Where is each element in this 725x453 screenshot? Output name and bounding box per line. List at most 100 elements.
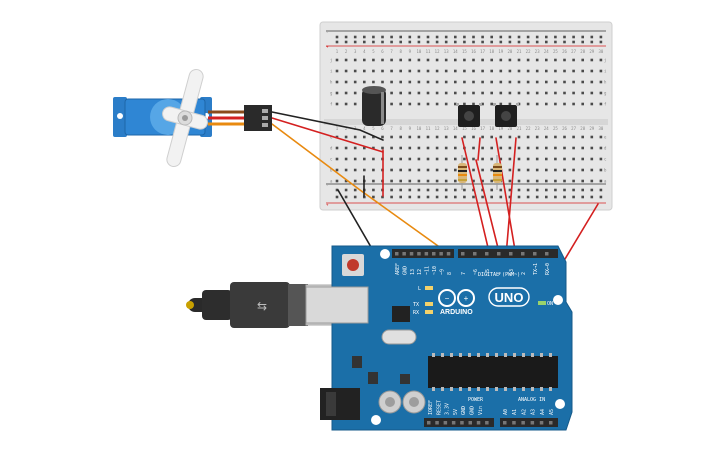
terminal-hole: [353, 80, 357, 84]
terminal-hole: [545, 80, 548, 84]
arduino-logo: − +: [438, 289, 475, 307]
rail-hole: [517, 40, 521, 44]
chip-pin: [468, 353, 471, 357]
pin-label: GND: [470, 406, 476, 415]
rail-hole: [454, 35, 457, 39]
chip-pin: [549, 387, 552, 391]
terminal-hole: [572, 168, 575, 172]
header-hole: [476, 421, 481, 425]
terminal-hole: [435, 69, 439, 73]
terminal-hole: [335, 179, 339, 183]
header-hole: [432, 252, 436, 256]
column-number: 29: [589, 49, 594, 54]
terminal-hole: [590, 80, 594, 84]
terminal-hole: [499, 135, 503, 139]
pin-label: ~9: [439, 269, 445, 275]
terminal-hole: [599, 102, 603, 106]
board-name: UNO: [495, 290, 524, 305]
terminal-hole: [481, 157, 484, 161]
header-hole: [427, 421, 431, 425]
terminal-hole: [490, 58, 493, 62]
row-letter: b: [604, 168, 607, 173]
terminal-hole: [490, 157, 493, 161]
rail-hole: [454, 188, 457, 192]
terminal-hole: [581, 58, 584, 62]
mount-hole: [371, 415, 381, 425]
terminal-hole: [344, 157, 348, 161]
terminal-hole: [508, 135, 512, 139]
terminal-hole: [399, 58, 402, 62]
terminal-hole: [417, 58, 421, 62]
terminal-hole: [463, 91, 466, 95]
terminal-hole: [490, 179, 493, 183]
terminal-hole: [454, 91, 457, 95]
terminal-hole: [353, 157, 357, 161]
terminal-hole: [517, 69, 521, 73]
terminal-hole: [472, 179, 475, 183]
chip-pin: [522, 353, 525, 357]
terminal-hole: [590, 91, 594, 95]
terminal-hole: [499, 69, 503, 73]
chip-pin: [468, 387, 471, 391]
rail-hole: [472, 195, 475, 199]
terminal-hole: [581, 168, 584, 172]
column-number: 14: [453, 126, 458, 131]
row-letter: i: [604, 69, 607, 74]
column-number: 12: [435, 126, 440, 131]
terminal-hole: [344, 69, 348, 73]
terminal-hole: [481, 102, 484, 106]
pin-label: 12: [417, 269, 423, 275]
terminal-hole: [508, 146, 512, 150]
terminal-hole: [463, 135, 466, 139]
push-button-2[interactable]: [493, 103, 519, 127]
terminal-hole: [481, 168, 484, 172]
chip-pin: [513, 353, 516, 357]
terminal-hole: [599, 157, 603, 161]
column-number: 3: [354, 49, 357, 54]
rail-hole: [490, 40, 493, 44]
terminal-hole: [545, 146, 548, 150]
rail-hole: [399, 188, 402, 192]
rail-hole: [417, 35, 421, 39]
terminal-hole: [335, 80, 339, 84]
terminal-hole: [563, 102, 566, 106]
column-number: 24: [544, 49, 549, 54]
rail-hole: [463, 195, 466, 199]
row-letter: g: [330, 91, 333, 96]
rail-hole: [590, 35, 594, 39]
column-number: 30: [598, 49, 603, 54]
terminal-hole: [372, 135, 375, 139]
terminal-hole: [490, 146, 493, 150]
terminal-hole: [517, 168, 521, 172]
rail-hole: [444, 40, 448, 44]
header-hole: [512, 421, 516, 425]
terminal-hole: [454, 58, 457, 62]
rail-hole: [399, 40, 402, 44]
rail-hole: [581, 188, 584, 192]
terminal-hole: [435, 179, 439, 183]
push-button-1[interactable]: [456, 103, 482, 127]
rail-hole: [517, 195, 521, 199]
pin-label: AREF: [395, 263, 401, 275]
header-hole: [521, 421, 525, 425]
rail-hole: [408, 40, 412, 44]
chip-pins: [432, 353, 552, 391]
chip-pin: [441, 353, 444, 357]
rail-hole: [508, 188, 512, 192]
rail-hole: [499, 188, 503, 192]
led-label-rx: RX: [413, 310, 419, 316]
terminal-hole: [590, 135, 594, 139]
rail-hole: [590, 40, 594, 44]
wire-black-servo: [271, 111, 384, 141]
terminal-hole: [599, 80, 603, 84]
terminal-hole: [590, 102, 594, 106]
led-label-l: L: [418, 286, 421, 292]
terminal-hole: [590, 157, 594, 161]
terminal-hole: [517, 91, 521, 95]
terminal-hole: [581, 135, 584, 139]
terminal-hole: [417, 146, 421, 150]
terminal-hole: [353, 135, 357, 139]
terminal-hole: [526, 69, 530, 73]
chip-pin: [441, 387, 444, 391]
